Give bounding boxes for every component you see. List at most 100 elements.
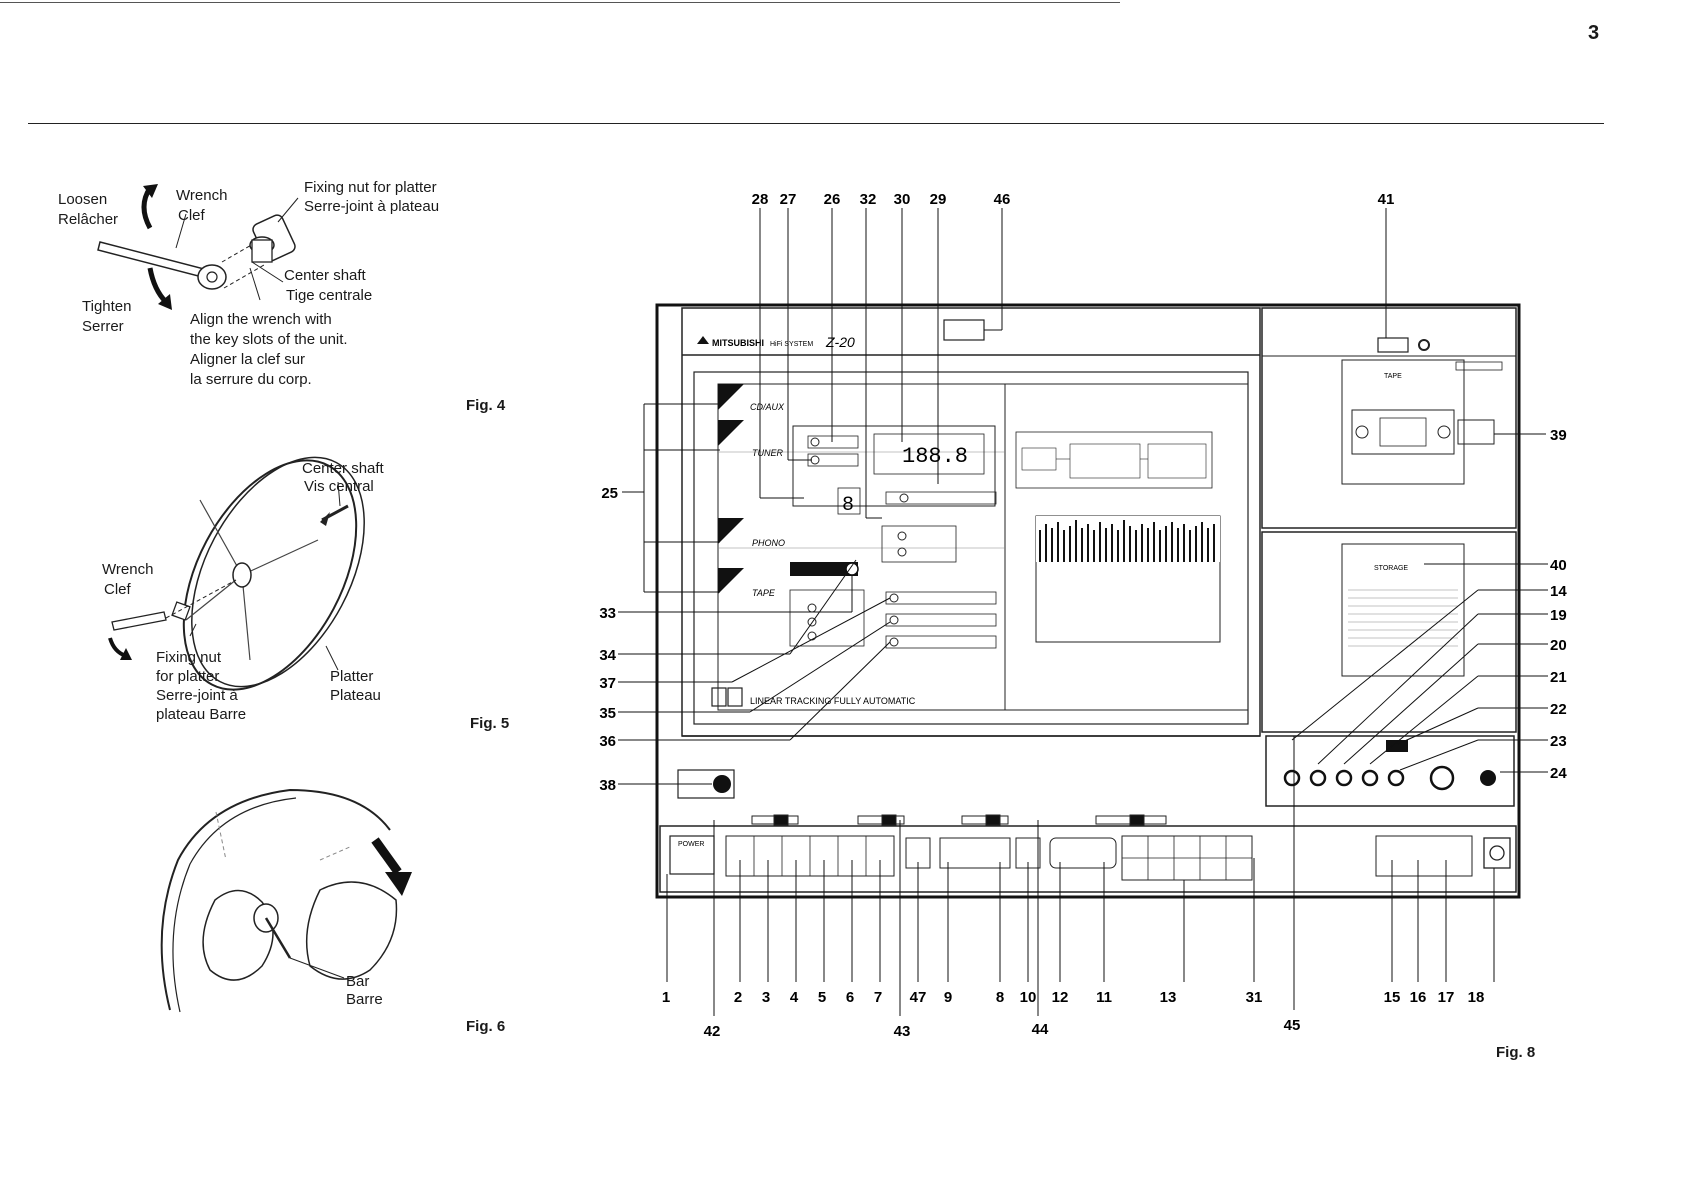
callout-23: 23	[1550, 733, 1567, 750]
fig4-loosen: Loosen	[58, 191, 108, 208]
system-text: HiFi SYSTEM	[770, 341, 813, 348]
callout-27: 27	[780, 191, 797, 208]
callout-47: 47	[910, 989, 927, 1006]
fig5-platter: Platter	[330, 668, 374, 685]
fig4-wrench: Wrench	[176, 187, 228, 204]
callout-37: 37	[599, 675, 616, 692]
callout-3: 3	[762, 989, 770, 1006]
push-button	[1457, 419, 1495, 445]
spectrum-bars	[1036, 516, 1220, 562]
fig4-clef: Clef	[178, 207, 205, 224]
callout-21: 21	[1550, 669, 1567, 686]
callout-5: 5	[818, 989, 826, 1006]
callout-39: 39	[1550, 427, 1567, 444]
fig4-drawing	[97, 184, 299, 310]
callout-40: 40	[1550, 557, 1567, 574]
tape-label: TAPE	[1384, 373, 1402, 380]
callout-44: 44	[1032, 1021, 1049, 1038]
mic-jack	[1480, 770, 1496, 786]
fig5-plateau: Plateau	[330, 687, 381, 704]
platter-edge	[160, 788, 391, 1011]
fig5-center-shaft: Center shaft	[302, 460, 384, 477]
callout-41: 41	[1378, 191, 1395, 208]
fig4-align-3: Aligner la clef sur	[190, 351, 306, 368]
callout-7: 7	[874, 989, 882, 1006]
callout-36: 36	[599, 733, 616, 750]
fig4-align-1: Align the wrench with	[190, 311, 332, 328]
callout-24: 24	[1550, 765, 1567, 782]
callout-38: 38	[599, 777, 616, 794]
fig5-drawing	[108, 456, 365, 691]
fig4-align-4: la serrure du corp.	[190, 371, 312, 388]
callout-11: 11	[1096, 989, 1112, 1006]
right-hand	[305, 881, 398, 980]
storage-label: STORAGE	[1374, 565, 1408, 572]
callout-6: 6	[846, 989, 854, 1006]
preset-display: 8	[842, 494, 854, 517]
page-number: 3	[1588, 22, 1600, 44]
callout-12: 12	[1052, 989, 1069, 1006]
callout-42: 42	[704, 1023, 721, 1040]
headphone-jack	[713, 775, 731, 793]
fig4-label: Fig. 4	[466, 397, 506, 414]
fig4-center-shaft: Center shaft	[284, 267, 366, 284]
mode-phono: PHONO	[752, 538, 785, 548]
fig6-bar: Bar	[346, 973, 370, 990]
fig4-align-2: the key slots of the unit.	[190, 331, 348, 348]
fig4-serre-joint: Serre-joint à plateau	[304, 198, 440, 215]
callout-13: 13	[1160, 989, 1177, 1006]
callout-43: 43	[894, 1023, 911, 1040]
callout-19: 19	[1550, 607, 1567, 624]
callout-32: 32	[860, 191, 877, 208]
callout-31: 31	[1246, 989, 1263, 1006]
callout-14: 14	[1550, 583, 1567, 600]
model-text: Z-20	[825, 334, 855, 350]
callout-2: 2	[734, 989, 742, 1006]
fig8-label: Fig. 8	[1496, 1044, 1536, 1061]
mode-cdaux: CD/AUX	[750, 402, 785, 412]
fig5-vis-central: Vis central	[304, 478, 374, 495]
fig5-clef: Clef	[104, 581, 131, 598]
callout-22: 22	[1550, 701, 1567, 718]
fig5-fixing-nut: Fixing nut	[156, 649, 222, 666]
callout-20: 20	[1550, 637, 1567, 654]
callout-26: 26	[824, 191, 841, 208]
fig4-fixing-nut: Fixing nut for platter	[304, 179, 437, 196]
callout-16: 16	[1410, 989, 1427, 1006]
callout-17: 17	[1438, 989, 1455, 1006]
callout-10: 10	[1020, 989, 1037, 1006]
tape-door	[1341, 359, 1465, 485]
callout-18: 18	[1468, 989, 1485, 1006]
power-label: POWER	[678, 841, 704, 848]
fig5-wrench: Wrench	[102, 561, 154, 578]
unit-outline	[655, 303, 1521, 899]
linear-tracking-text: LINEAR TRACKING FULLY AUTOMATIC	[750, 696, 916, 706]
storage-door	[1341, 543, 1465, 677]
mode-tape: TAPE	[752, 588, 776, 598]
callout-30: 30	[894, 191, 911, 208]
fig4-relacher: Relâcher	[58, 211, 119, 228]
callout-45: 45	[1284, 1017, 1301, 1034]
fig6-label: Fig. 6	[466, 1018, 506, 1035]
callout-29: 29	[930, 191, 947, 208]
callout-25: 25	[601, 485, 618, 502]
mode-tuner: TUNER	[752, 448, 783, 458]
callout-9: 9	[944, 989, 952, 1006]
play-button	[943, 319, 985, 341]
fig4-tighten: Tighten	[82, 298, 132, 315]
fig4-tige-centrale: Tige centrale	[286, 287, 373, 304]
callout-15: 15	[1384, 989, 1401, 1006]
callout-4: 4	[790, 989, 799, 1006]
brand-text: MITSUBISHI	[712, 338, 764, 348]
fig6-barre: Barre	[346, 991, 383, 1008]
callout-34: 34	[599, 647, 616, 664]
fig5-plateau-barre: plateau Barre	[156, 706, 247, 723]
callout-28: 28	[752, 191, 769, 208]
rotate-arrow	[385, 872, 412, 896]
fig5-for-platter: for platter	[156, 668, 220, 685]
volume-knob	[1429, 765, 1455, 791]
fig6-drawing	[160, 788, 412, 1013]
callout-8: 8	[996, 989, 1004, 1006]
